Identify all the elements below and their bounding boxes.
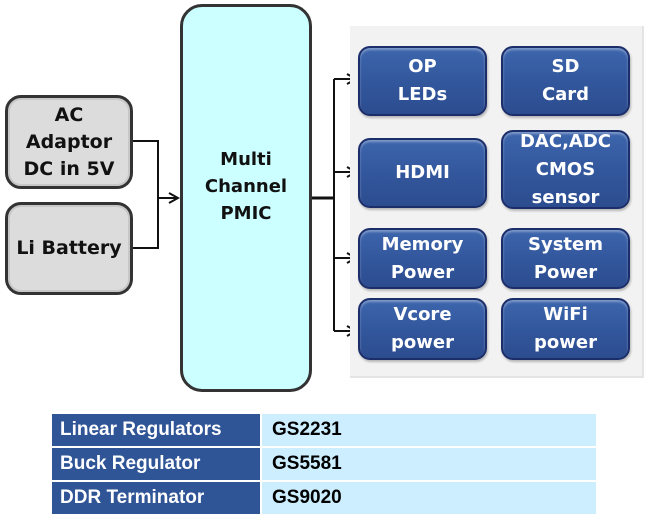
regulator-type: Linear Regulators [52,414,262,446]
table-row: Buck Regulator GS5581 [52,448,596,480]
output-op-leds: OP LEDs [358,46,487,116]
part-number: GS9020 [262,482,596,514]
output-wifi-power: WiFi power [501,298,630,360]
line-ac-adaptor [133,140,159,198]
output-memory-power: Memory Power [358,228,487,289]
output-dac-adc-cmos: DAC,ADC CMOS sensor [501,130,630,209]
regulator-type: DDR Terminator [52,482,262,514]
output-vcore-power: Vcore power [358,298,487,360]
source-li-battery: Li Battery [5,202,133,295]
table-row: DDR Terminator GS9020 [52,482,596,514]
regulator-type: Buck Regulator [52,448,262,480]
output-sd-card: SD Card [501,46,630,116]
source-ac-adaptor: AC Adaptor DC in 5V [5,95,133,189]
part-number: GS5581 [262,448,596,480]
line-li-battery [133,198,159,249]
output-hdmi: HDMI [358,138,487,208]
parts-table: Linear Regulators GS2231 Buck Regulator … [52,412,596,516]
pmic-block: Multi Channel PMIC [180,4,312,392]
table-row: Linear Regulators GS2231 [52,414,596,446]
part-number: GS2231 [262,414,596,446]
output-system-power: System Power [501,228,630,289]
